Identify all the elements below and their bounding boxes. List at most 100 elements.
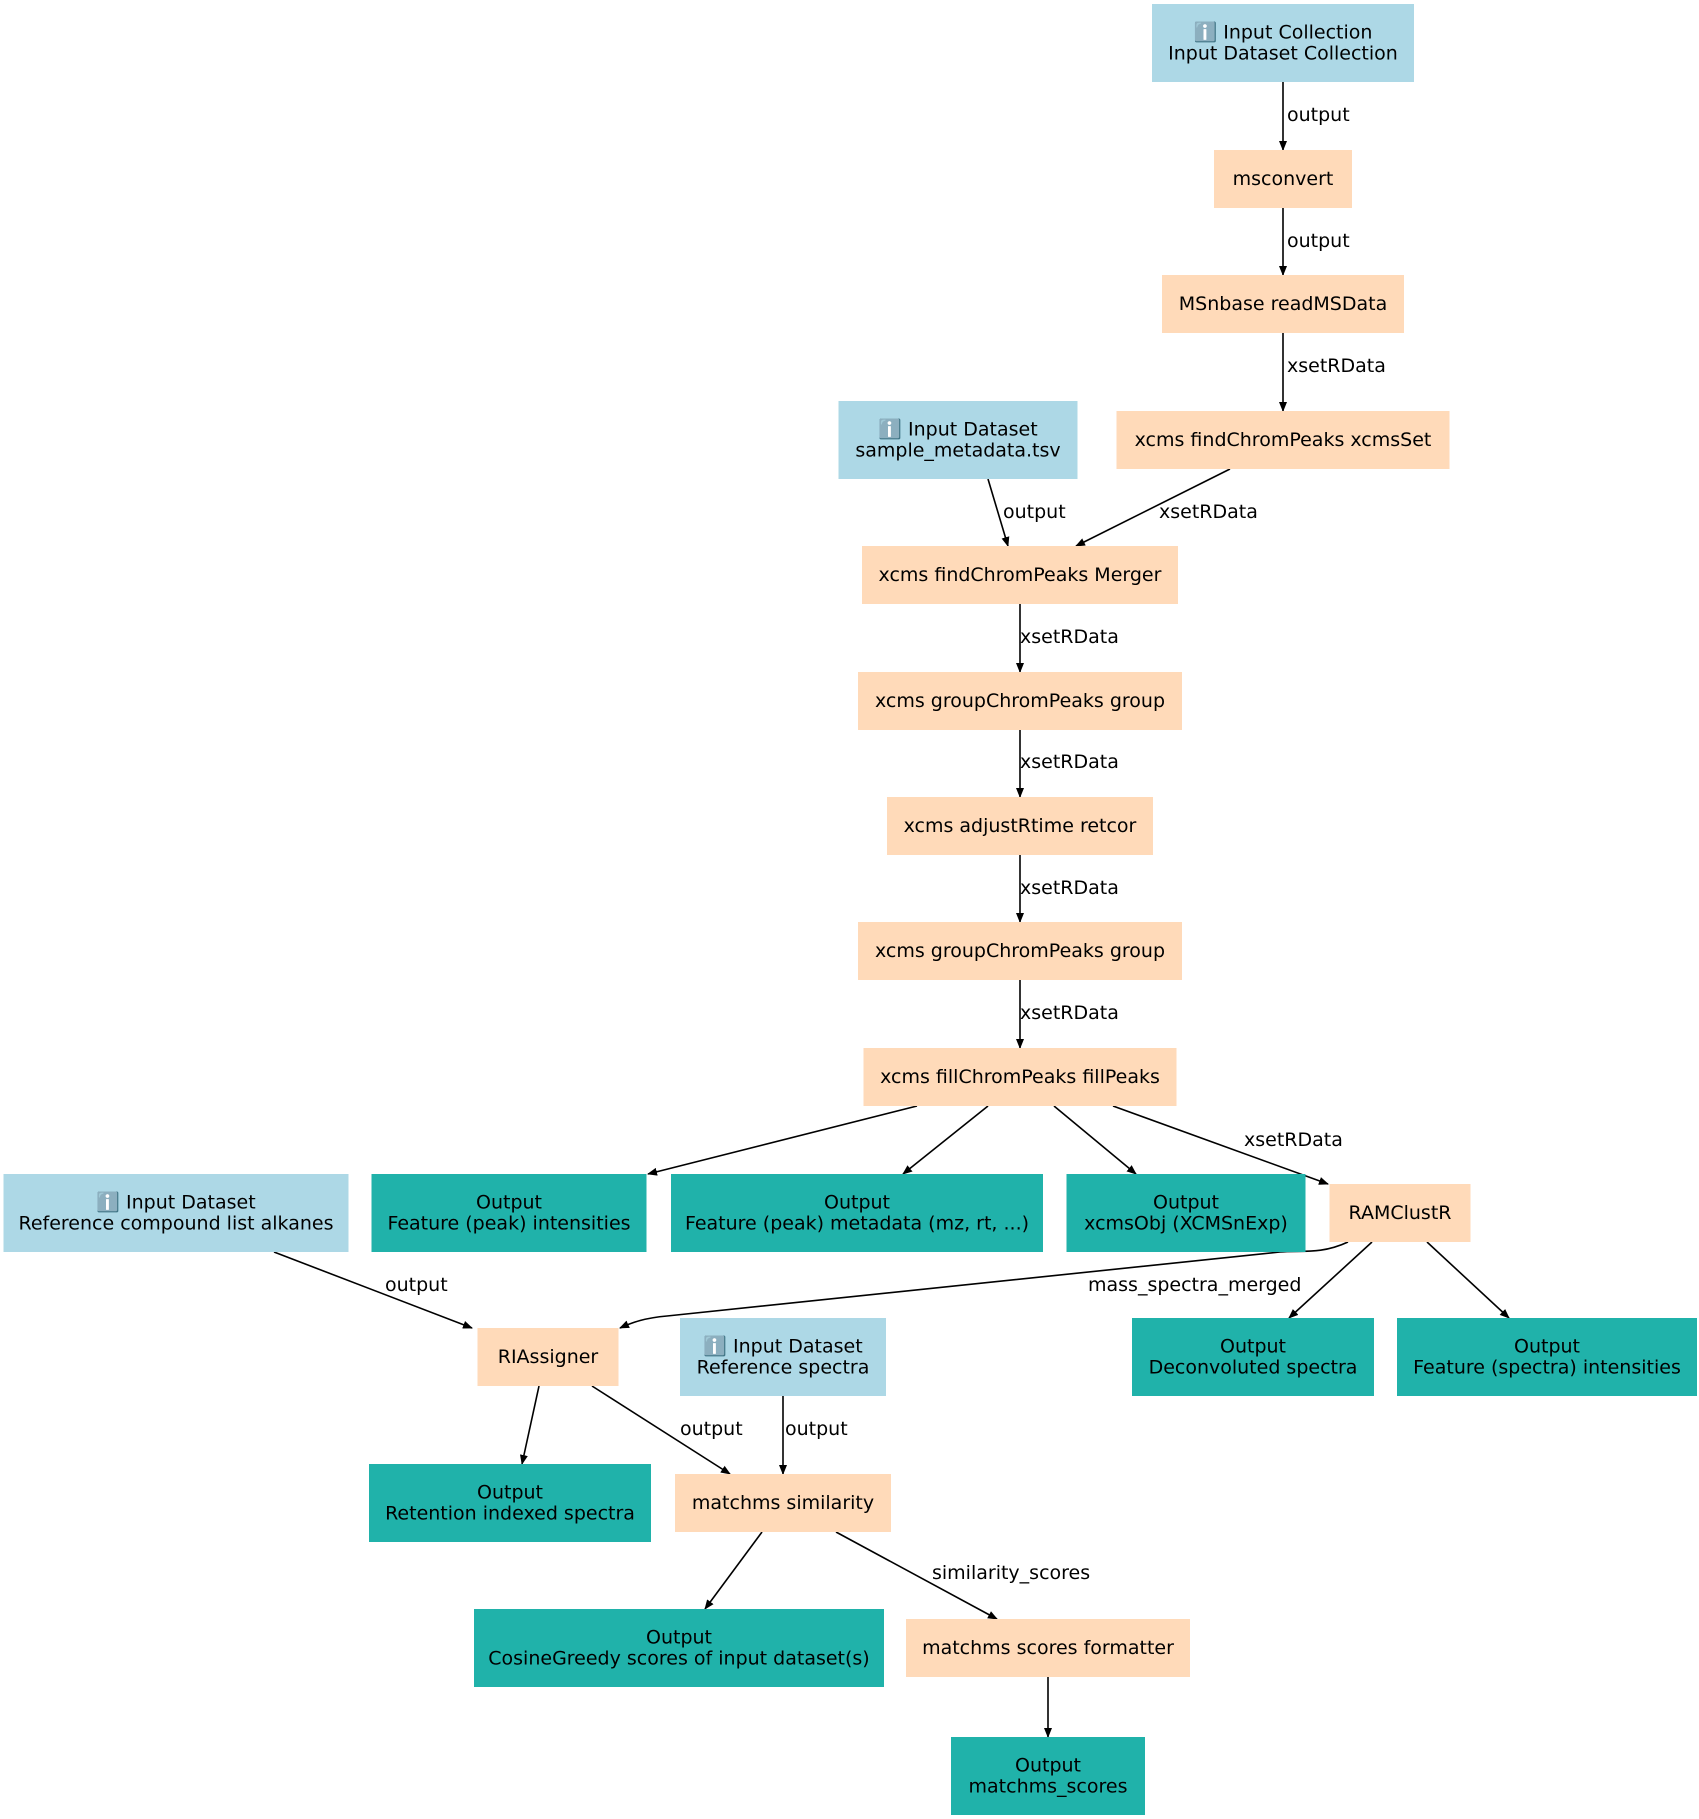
output-node-box xyxy=(1132,1318,1374,1396)
node-title: ℹ️ Input Dataset xyxy=(703,1335,862,1358)
edge-label: xsetRData xyxy=(1020,1002,1119,1024)
edge-xcms_fillpeaks-to-out_xcmsobj xyxy=(1053,1105,1137,1175)
node-title: Output xyxy=(477,1482,543,1504)
tool-node-box xyxy=(675,1474,891,1532)
edge-line xyxy=(520,1385,540,1465)
edges-layer: output output xsetRData output xsetRData xset… xyxy=(273,82,1510,1738)
edge-riassigner-to-matchms_similarity: output xyxy=(591,1385,743,1475)
node-matchms-similarity: matchms similarity xyxy=(675,1474,891,1532)
edge-xcms_retcor-to-xcms_group2: xsetRData xyxy=(1016,855,1119,923)
input-node-box xyxy=(3,1174,349,1252)
node-xcms-xcmsset: xcms findChromPeaks xcmsSet xyxy=(1116,411,1450,469)
edge-xcms_xcmsset-to-xcms_merger: xsetRData xyxy=(1075,468,1258,547)
tool-node-box xyxy=(1329,1184,1471,1242)
edge-line xyxy=(1053,1105,1137,1175)
edge-label: output xyxy=(785,1418,848,1440)
tool-node-box xyxy=(1214,150,1352,208)
node-title: ℹ️ Input Dataset xyxy=(96,1191,255,1214)
node-xcms-group2: xcms groupChromPeaks group xyxy=(858,922,1182,980)
node-title: xcms groupChromPeaks group xyxy=(875,690,1165,712)
edge-label: xsetRData xyxy=(1287,355,1386,377)
output-node-box xyxy=(474,1609,884,1687)
edge-xcms_merger-to-xcms_group1: xsetRData xyxy=(1016,604,1119,673)
node-title: matchms scores formatter xyxy=(922,1637,1174,1659)
edge-xcms_fillpeaks-to-out_peak_metadata xyxy=(902,1105,989,1175)
output-node-box xyxy=(371,1174,647,1252)
tool-node-box xyxy=(906,1619,1190,1677)
edge-line xyxy=(1112,1105,1329,1185)
edge-matchms_similarity-to-out_cosine xyxy=(704,1531,763,1610)
output-node-box xyxy=(369,1464,651,1542)
tool-node-box xyxy=(887,797,1153,855)
output-node-box xyxy=(1397,1318,1697,1396)
edge-label: output xyxy=(680,1418,743,1440)
node-subtitle: sample_metadata.tsv xyxy=(855,440,1060,462)
edge-line xyxy=(987,478,1010,547)
node-subtitle: Retention indexed spectra xyxy=(385,1503,635,1525)
node-msconvert: msconvert xyxy=(1214,150,1352,208)
node-matchms-formatter: matchms scores formatter xyxy=(906,1619,1190,1677)
edge-line xyxy=(273,1251,473,1329)
edge-label: xsetRData xyxy=(1020,626,1119,648)
edge-label: xsetRData xyxy=(1159,501,1258,523)
edge-xcms_group2-to-xcms_fillpeaks: xsetRData xyxy=(1016,980,1119,1049)
edge-label: output xyxy=(1287,230,1350,252)
node-subtitle: Deconvoluted spectra xyxy=(1149,1357,1358,1379)
node-title: Output xyxy=(1153,1192,1219,1214)
edge-in_alkanes-to-riassigner: output xyxy=(273,1251,473,1329)
node-title: ℹ️ Input Collection xyxy=(1194,21,1373,44)
node-title: Output xyxy=(1514,1336,1580,1358)
tool-node-box xyxy=(858,922,1182,980)
edge-line xyxy=(591,1385,731,1475)
edge-matchms_similarity-to-matchms_formatter: similarity_scores xyxy=(835,1531,1090,1620)
node-xcms-fillpeaks: xcms fillChromPeaks fillPeaks xyxy=(863,1048,1177,1106)
node-subtitle: Feature (peak) metadata (mz, rt, ...) xyxy=(685,1213,1029,1235)
node-title: Output xyxy=(1015,1755,1081,1777)
node-title: Output xyxy=(646,1627,712,1649)
edge-label: output xyxy=(1287,104,1350,126)
input-node-box xyxy=(838,401,1078,479)
edge-line xyxy=(902,1105,989,1175)
node-title: MSnbase readMSData xyxy=(1179,293,1387,315)
edge-line xyxy=(835,1531,998,1620)
input-node-box xyxy=(1152,4,1414,82)
node-subtitle: Feature (spectra) intensities xyxy=(1413,1357,1681,1379)
tool-node-box xyxy=(1162,275,1404,333)
edge-line xyxy=(1288,1241,1373,1319)
edge-ramclustr-to-riassigner: mass_spectra_merged xyxy=(619,1241,1349,1329)
input-node-box xyxy=(680,1318,886,1396)
node-title: xcms adjustRtime retcor xyxy=(904,815,1137,837)
edge-label: similarity_scores xyxy=(932,1562,1090,1584)
node-subtitle: matchms_scores xyxy=(969,1776,1128,1798)
node-title: Output xyxy=(476,1192,542,1214)
node-subtitle: Reference compound list alkanes xyxy=(19,1213,334,1235)
node-title: RIAssigner xyxy=(498,1346,599,1368)
node-xcms-group1: xcms groupChromPeaks group xyxy=(858,672,1182,730)
node-subtitle: CosineGreedy scores of input dataset(s) xyxy=(488,1648,869,1670)
edge-line xyxy=(1426,1241,1510,1319)
tool-node-box xyxy=(477,1328,619,1386)
node-riassigner: RIAssigner xyxy=(477,1328,619,1386)
node-title: xcms findChromPeaks Merger xyxy=(879,564,1162,586)
edge-label: xsetRData xyxy=(1244,1129,1343,1151)
node-subtitle: Input Dataset Collection xyxy=(1168,43,1398,65)
edge-in_collection-to-msconvert: output xyxy=(1279,82,1350,151)
edge-label: output xyxy=(385,1274,448,1296)
tool-node-box xyxy=(862,546,1178,604)
edge-msconvert-to-msnbase: output xyxy=(1279,208,1350,276)
node-title: Output xyxy=(1220,1336,1286,1358)
node-subtitle: xcmsObj (XCMSnExp) xyxy=(1084,1213,1288,1235)
node-title: matchms similarity xyxy=(692,1492,874,1514)
edge-line xyxy=(1075,468,1231,547)
edge-xcms_fillpeaks-to-ramclustr: xsetRData xyxy=(1112,1105,1343,1185)
tool-node-box xyxy=(863,1048,1177,1106)
output-node-box xyxy=(951,1737,1145,1815)
